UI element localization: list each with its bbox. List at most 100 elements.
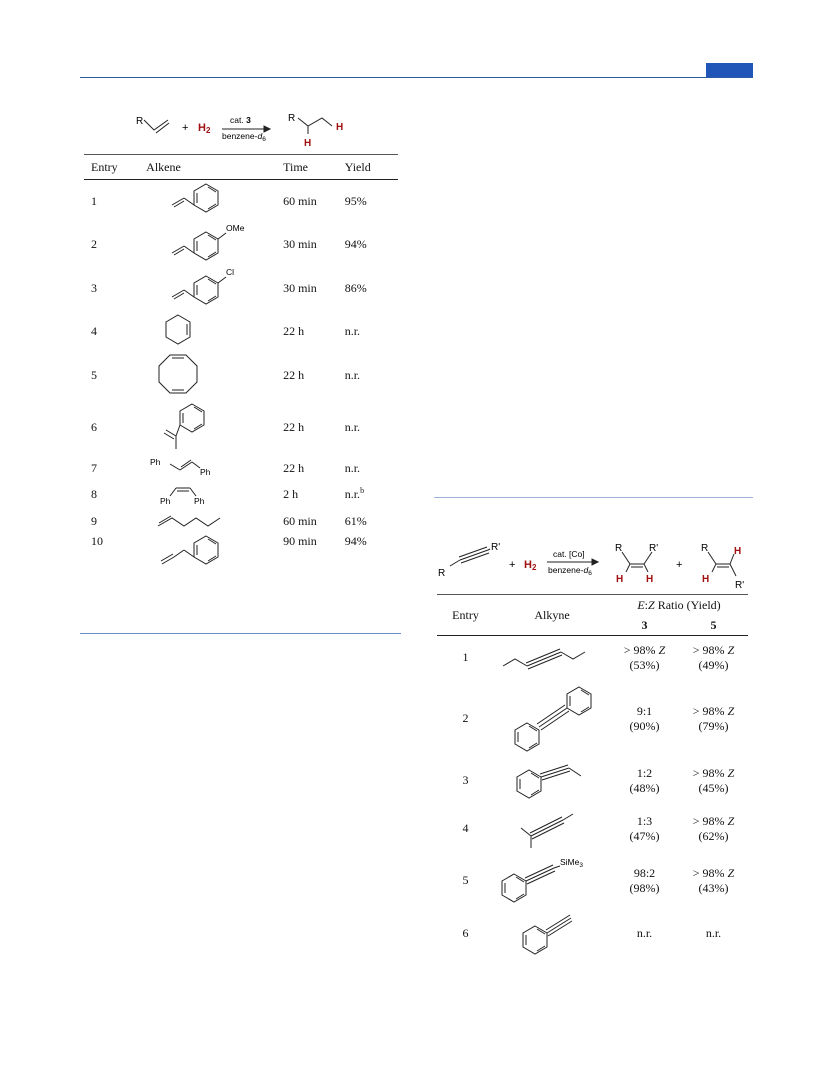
t2-result-cat3: n.r.: [636, 926, 653, 940]
t2-structure-phenylacetylene: [494, 908, 610, 960]
t1-time: 22 h: [283, 323, 305, 338]
t1-header-entry: Entry: [84, 154, 147, 180]
t2-structure-3-hexyne: [494, 636, 610, 680]
scheme2-e-r: R: [701, 543, 708, 554]
scheme2-plus: +: [509, 559, 515, 571]
t1-entry: 2: [91, 236, 97, 251]
scheme2-z-r: R: [615, 543, 622, 554]
table-row: 5 22 h n.r.: [84, 352, 398, 398]
table-row: 9 60 min 61%: [84, 508, 398, 534]
t2-result-cat5: > 98% Z(62%): [692, 813, 735, 843]
t2-label-simes: SiMe3: [560, 857, 583, 869]
table1-bottom-rule: [80, 633, 401, 634]
scheme2-z-h-left: H: [616, 574, 623, 585]
t1-yield: n.r.: [344, 487, 361, 501]
t2-structure-tms-phenylacetylene: SiMe3: [494, 854, 610, 908]
t1-structure-hexene: [146, 508, 283, 534]
scheme1-product-r: R: [288, 113, 295, 124]
t1-yield-cell: n.r.b: [345, 480, 398, 508]
scheme2-e-h-top: H: [734, 546, 741, 557]
t1-entry: 10: [91, 534, 103, 548]
t1-label-cl: Cl: [226, 267, 234, 277]
scheme2-r-label: R: [438, 568, 445, 579]
table-row: 2 9:1(90%) > 98% Z(79%): [437, 680, 748, 758]
t2-header-alkyne: Alkyne: [494, 594, 610, 636]
scheme1-r-label: R: [136, 116, 143, 127]
t1-yield: n.r.: [344, 460, 361, 475]
scheme2-z-h-right: H: [646, 574, 653, 585]
t1-structure-allylbenzene: [146, 534, 283, 572]
t2-header-ratio: E:Z Ratio (Yield): [610, 594, 748, 615]
t1-structure-trans-stilbene: Ph Ph: [146, 456, 283, 480]
t1-yield: 94%: [344, 236, 367, 251]
t2-result-cat3: 1:2(48%): [629, 765, 660, 795]
t1-structure-cis-stilbene: Ph Ph: [146, 480, 283, 508]
t1-time: 90 min: [283, 534, 317, 548]
t2-result-cat5: > 98% Z(79%): [692, 703, 735, 733]
t1-label-ph-left: Ph: [160, 496, 171, 506]
t1-entry: 8: [91, 486, 97, 501]
t1-header-yield: Yield: [344, 154, 398, 180]
t1-entry: 9: [91, 513, 97, 528]
t2-result-cat3: 98:2(98%): [629, 865, 660, 895]
table-row: 3 Cl 30 min 86%: [84, 266, 398, 310]
t1-yield: 94%: [344, 534, 367, 548]
t1-structure-cyclooctadiene: [146, 352, 283, 398]
t2-result-cat5: > 98% Z(49%): [692, 642, 735, 672]
header-color-tab: [706, 63, 753, 77]
t1-entry: 6: [91, 419, 97, 434]
scheme1-plus: +: [182, 122, 188, 134]
t1-structure-styrene: [146, 180, 283, 223]
table-row: 1 > 98% Z(53%) > 98% Z(49%): [437, 636, 748, 680]
t1-entry: 4: [91, 323, 97, 338]
t1-time: 30 min: [283, 280, 317, 295]
t1-yield: n.r.: [344, 367, 361, 382]
alkyne-table: Entry Alkyne E:Z Ratio (Yield) 3 5 1 > 9…: [437, 594, 748, 960]
t1-time: 60 min: [283, 193, 317, 208]
t2-result-cat5: > 98% Z(43%): [692, 865, 735, 895]
t2-result-cat3: > 98% Z(53%): [623, 642, 666, 672]
scheme2-solvent: benzene-d6: [548, 565, 592, 577]
table-row: 6 22 h n.r.: [84, 398, 398, 456]
t1-header-alkene: Alkene: [146, 154, 284, 180]
scheme1-catalyst: cat. 3: [230, 115, 251, 125]
header-rule: [80, 77, 753, 78]
table2-top-rule: [434, 497, 753, 498]
t1-entry: 1: [91, 193, 97, 208]
scheme2-h2: H2: [524, 559, 537, 572]
t2-result-cat3: 1:3(47%): [629, 813, 660, 843]
t1-label-ome: OMe: [226, 223, 245, 233]
t2-structure-methylpentyne: [494, 804, 610, 854]
t1-time: 30 min: [283, 236, 317, 251]
table-row: 4 1:3(47%) > 98% Z(62%): [437, 804, 748, 854]
table-row: 5 SiMe3 98:2(98%) > 98% Z(43%): [437, 854, 748, 908]
alkyne-hydrogenation-scheme: R R' + H2 cat. [Co] benzene-d6 R R' H H …: [436, 538, 752, 590]
t1-structure-chlorostyrene: Cl: [146, 266, 283, 310]
alkene-table: Entry Alkene Time Yield 1 60 min 95% 2: [84, 154, 398, 572]
scheme2-catalyst: cat. [Co]: [553, 549, 585, 559]
scheme1-h2: H2: [198, 122, 211, 135]
t1-time: 60 min: [283, 513, 317, 528]
t1-structure-methylstyrene: [146, 398, 283, 456]
table-row: 10 90 min 94%: [84, 534, 398, 572]
t2-result-cat5: n.r.: [705, 926, 722, 940]
t1-header-time: Time: [283, 154, 345, 180]
scheme2-z-rprime: R': [649, 543, 658, 554]
t2-entry: 5: [462, 873, 469, 887]
t1-time: 22 h: [283, 460, 305, 475]
t2-entry: 6: [462, 926, 469, 940]
scheme2-e-h-bottom: H: [702, 574, 709, 585]
table-row: 2 OMe 30 min 94%: [84, 222, 398, 266]
scheme1-product-h-right: H: [336, 122, 343, 133]
t1-structure-methoxystyrene: OMe: [146, 222, 283, 266]
t2-entry: 4: [462, 821, 469, 835]
t1-footnote-marker: b: [360, 486, 365, 495]
t1-time: 22 h: [283, 419, 305, 434]
t1-entry: 5: [91, 367, 97, 382]
scheme2-e-rprime: R': [735, 580, 744, 590]
t1-yield: n.r.: [344, 323, 361, 338]
t2-entry: 1: [462, 650, 469, 665]
t2-header-cat5: 5: [679, 615, 748, 636]
t1-yield: 61%: [344, 513, 367, 528]
t1-structure-cyclohexene: [146, 310, 283, 352]
